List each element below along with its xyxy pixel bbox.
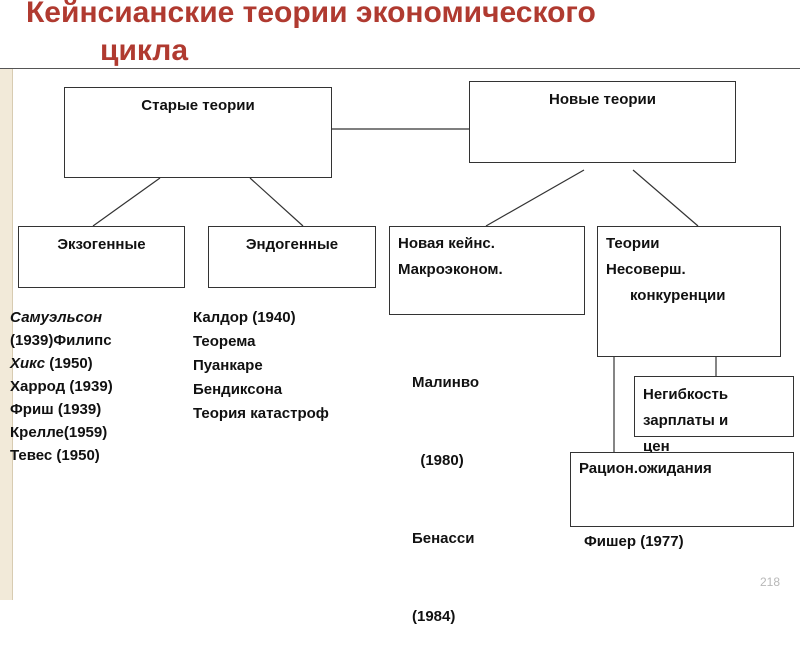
page-number: 218 xyxy=(760,575,781,589)
author-item: Хикс (1950) xyxy=(10,355,93,372)
author-item: Фриш (1939) xyxy=(10,401,102,418)
author-item: (1980) xyxy=(412,452,464,469)
new-keynes-authors-list: Малинво (1980) Бенасси (1984) xyxy=(412,318,479,656)
rigidity-label-3: цен xyxy=(643,438,670,455)
new-theories-box: Новые теории xyxy=(469,81,736,163)
author-item: Самуэльсон xyxy=(10,309,103,326)
title-line-1: Кейнсианские теории экономического xyxy=(26,0,596,29)
connector-new-imperfect xyxy=(632,169,699,227)
connector-old-exogenous xyxy=(92,177,161,227)
new-keynes-box: Новая кейнс. Макроэконом. xyxy=(389,226,585,315)
author-item: Крелле(1959) xyxy=(10,424,108,441)
rigidity-box: Негибкость зарплаты и цен xyxy=(634,376,794,455)
imperfect-label-3: конкуренции xyxy=(630,287,726,304)
title-line-2: цикла xyxy=(100,34,189,67)
slide-title: Кейнсианские теории экономического цикла xyxy=(26,0,766,70)
author-item: Пуанкаре xyxy=(193,357,263,374)
exogenous-authors-list: Самуэльсон (1939)Филипс Хикс (1950) Харр… xyxy=(10,306,113,467)
endogenous-box: Эндогенные xyxy=(208,226,376,288)
endogenous-authors-list: Калдор (1940) Теорема Пуанкаре Бендиксон… xyxy=(193,306,329,426)
connector-lines xyxy=(92,128,717,452)
rational-expectations-box: Рацион.ожидания xyxy=(570,452,794,527)
endogenous-label: Эндогенные xyxy=(245,236,339,253)
author-item: (1939)Филипс xyxy=(10,332,112,349)
author-item: Малинво xyxy=(412,374,480,391)
author-item: Бенасси xyxy=(412,530,475,547)
new-keynes-label-2: Макроэконом. xyxy=(398,261,503,278)
old-theories-label: Старые теории xyxy=(141,97,255,114)
connector-old-endogenous xyxy=(249,177,304,227)
rigidity-label-2: зарплаты и xyxy=(643,412,729,429)
rational-author: Фишер (1977) xyxy=(584,533,684,550)
imperfect-label-2: Несоверш. xyxy=(606,261,686,278)
author-item: Бендиксона xyxy=(193,381,283,398)
exogenous-label: Экзогенные xyxy=(57,236,146,253)
author-item: Тевес (1950) xyxy=(10,447,100,464)
rigidity-label-1: Негибкость xyxy=(643,386,729,403)
connector-new-newkeynes xyxy=(485,169,585,227)
author-name: Хикс xyxy=(10,355,46,372)
left-decorative-strip xyxy=(0,68,13,600)
author-item: (1984) xyxy=(412,608,456,625)
author-item: Калдор (1940) xyxy=(193,309,296,326)
rational-label: Рацион.ожидания xyxy=(579,460,712,477)
author-item: Харрод (1939) xyxy=(10,378,113,395)
imperfect-competition-box: Теории Несоверш. конкуренции xyxy=(597,226,781,357)
new-theories-label: Новые теории xyxy=(549,91,656,108)
exogenous-box: Экзогенные xyxy=(18,226,185,288)
author-item: Теория катастроф xyxy=(193,405,329,422)
title-divider xyxy=(0,68,800,69)
author-item: Теорема xyxy=(193,333,256,350)
new-keynes-label-1: Новая кейнс. xyxy=(398,235,495,252)
imperfect-label-1: Теории xyxy=(606,235,660,252)
old-theories-box: Старые теории xyxy=(64,87,332,178)
